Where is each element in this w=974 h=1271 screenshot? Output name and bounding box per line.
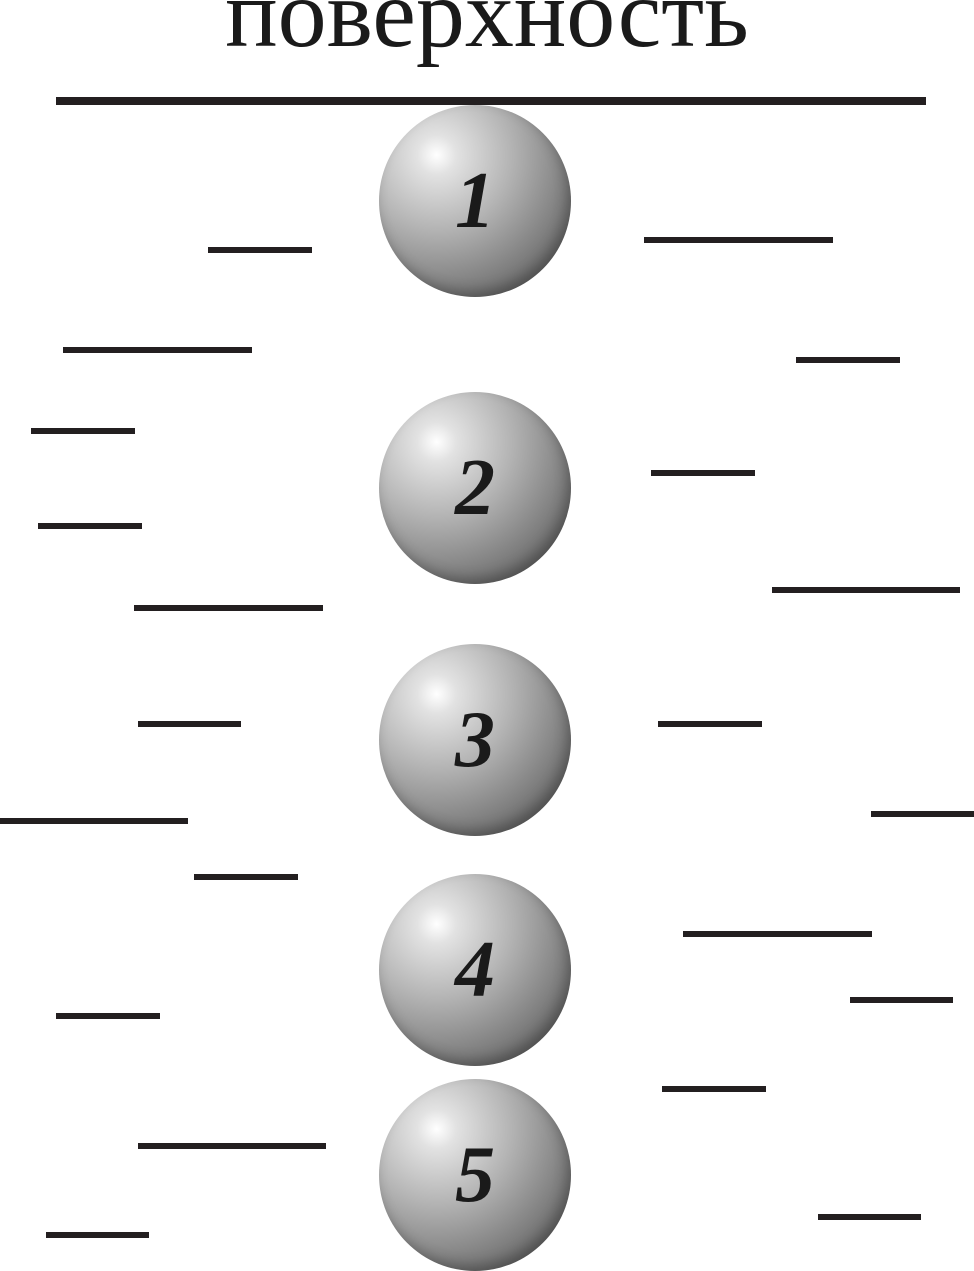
liquid-dash: [644, 237, 833, 243]
liquid-dash: [818, 1214, 921, 1220]
liquid-dash: [871, 811, 974, 817]
liquid-dash: [46, 1232, 149, 1238]
ball-label: 4: [455, 926, 495, 1014]
ball-1: 1: [379, 105, 571, 297]
ball-5: 5: [379, 1079, 571, 1271]
liquid-dash: [31, 428, 135, 434]
ball-4: 4: [379, 874, 571, 1066]
liquid-dash: [662, 1086, 766, 1092]
liquid-dash: [772, 587, 960, 593]
liquid-dash: [850, 997, 953, 1003]
liquid-dash: [0, 818, 188, 824]
ball-label: 5: [455, 1131, 495, 1219]
surface-title: поверхность: [225, 0, 749, 68]
liquid-dash: [138, 721, 241, 727]
liquid-dash: [208, 247, 312, 253]
liquid-dash: [56, 1013, 160, 1019]
liquid-dash: [38, 523, 142, 529]
ball-2: 2: [379, 392, 571, 584]
liquid-dash: [63, 347, 252, 353]
liquid-dash: [651, 470, 755, 476]
liquid-dash: [138, 1143, 326, 1149]
ball-label: 3: [455, 696, 495, 784]
ball-label: 2: [455, 444, 495, 532]
liquid-dash: [796, 357, 900, 363]
ball-label: 1: [455, 157, 495, 245]
ball-3: 3: [379, 644, 571, 836]
liquid-dash: [194, 874, 298, 880]
liquid-dash: [658, 721, 762, 727]
surface-line: [56, 97, 926, 105]
liquid-dash: [134, 605, 323, 611]
liquid-dash: [683, 931, 872, 937]
